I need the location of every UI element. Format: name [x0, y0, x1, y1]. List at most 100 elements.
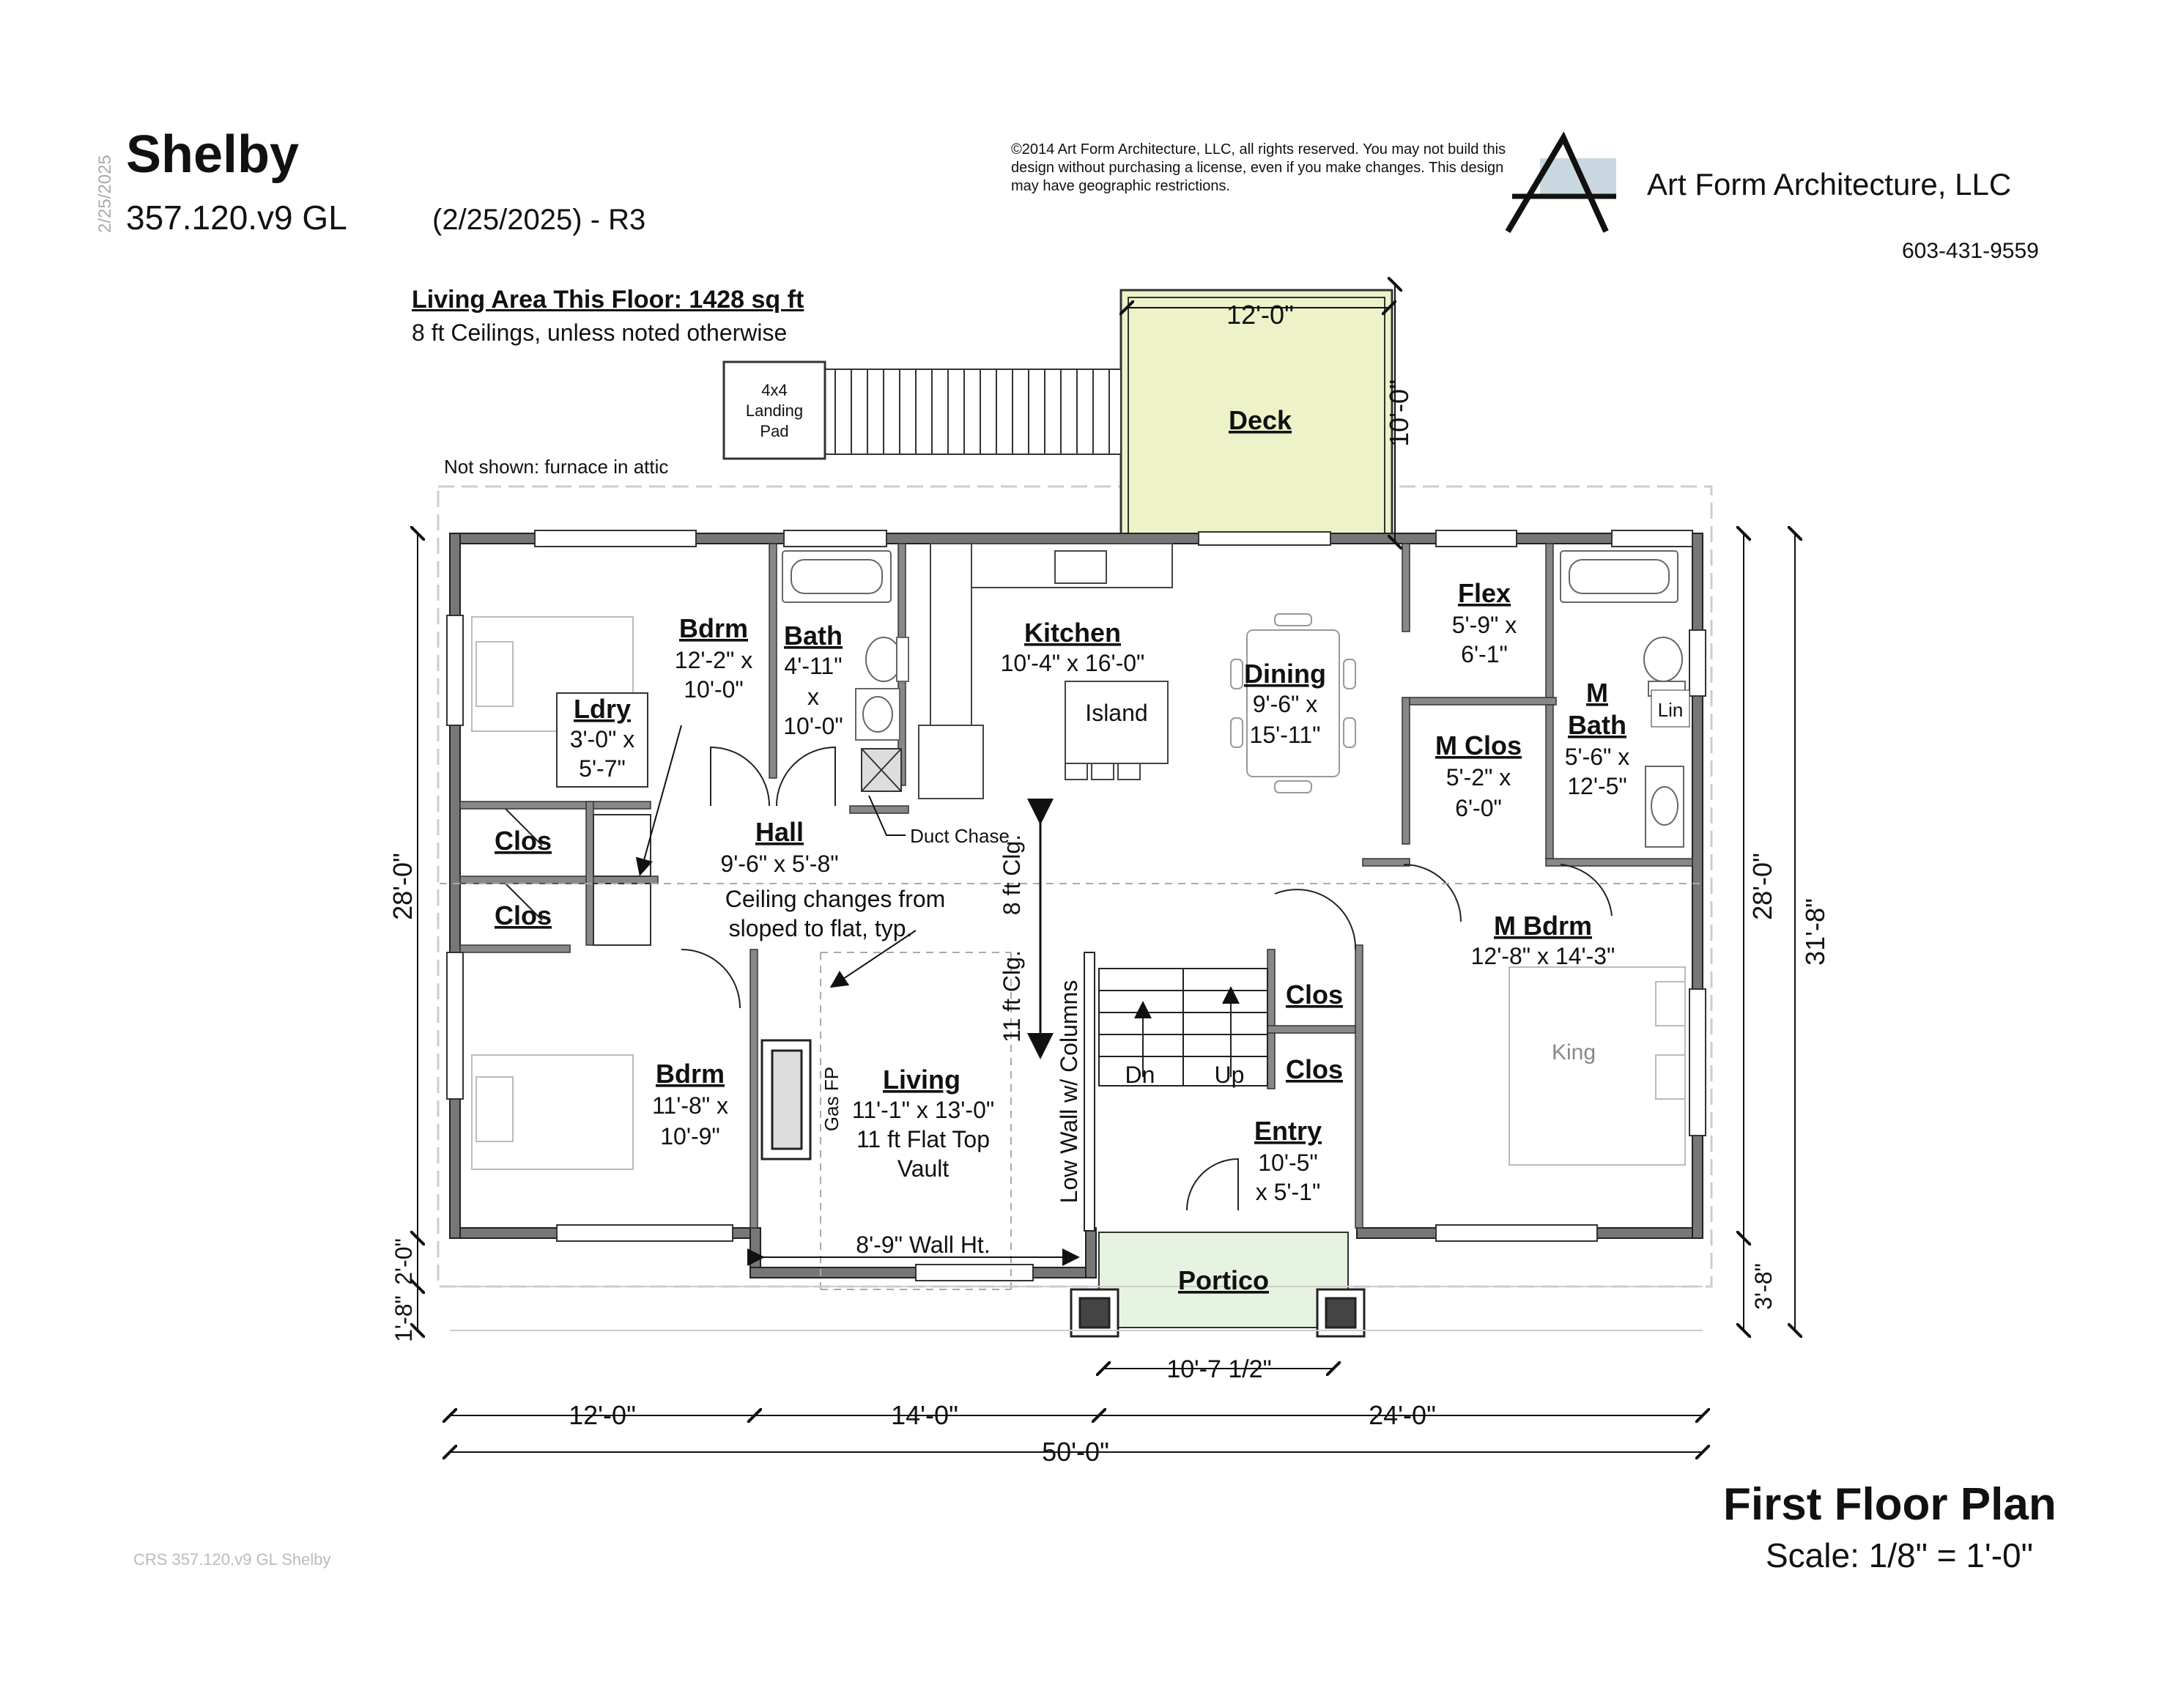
- gas-fireplace: [760, 1039, 812, 1160]
- dining-dims-2: 15'-11": [1250, 722, 1321, 748]
- bath-dims-3: 10'-0": [783, 713, 843, 739]
- gas-fp-label: Gas FP: [821, 1067, 843, 1131]
- king-label: King: [1552, 1040, 1596, 1065]
- rotated-labels: Gas FP Low Wall w/ Columns 11 ft Clg. 8 …: [388, 380, 1830, 1342]
- clos1-label: Clos: [495, 826, 552, 856]
- island-label: Island: [1085, 700, 1147, 726]
- crs-watermark: CRS 357.120.v9 GL Shelby: [133, 1550, 331, 1569]
- door-swings: [505, 746, 1613, 1211]
- mbath-label-1: M: [1586, 678, 1608, 708]
- kitchen-label: Kitchen: [1024, 618, 1121, 648]
- mbath-label-2: Bath: [1568, 710, 1626, 740]
- living-dims-2: 11 ft Flat Top: [856, 1126, 990, 1152]
- clg-11-label: 11 ft Clg.: [999, 950, 1025, 1043]
- hall-label: Hall: [755, 817, 804, 847]
- vault-lines: [440, 883, 1700, 1290]
- landing-pad: [722, 360, 826, 460]
- living-area-note: Living Area This Floor: 1428 sq ft: [412, 286, 804, 314]
- ldry-dims-1: 3'-0" x: [570, 726, 635, 752]
- copyright-notice: ©2014 Art Form Architecture, LLC, all ri…: [1011, 141, 1506, 194]
- ldry-label: Ldry: [574, 694, 631, 724]
- living-dims-1: 11'-1" x 13'-0": [852, 1097, 994, 1123]
- ldry-dims-2: 5'-7": [579, 755, 626, 782]
- dimension-labels: 12'-0" 10'-7 1/2" 12'-0" 14'-0" 24'-0" 5…: [569, 300, 1436, 1467]
- ceiling-note-leader: [829, 930, 917, 988]
- dim-seg-12: 12'-0": [569, 1400, 636, 1430]
- dim-left-2: 2'-0": [390, 1238, 417, 1285]
- dim-overall: 50'-0": [1042, 1437, 1109, 1467]
- ldry-box: [556, 692, 648, 788]
- dim-deck-w: 12'-0": [1226, 300, 1294, 330]
- bath-dims-2: x: [807, 684, 819, 710]
- dim-portico-w: 10'-7 1/2": [1166, 1355, 1271, 1383]
- dining-dims-1: 9'-6" x: [1253, 691, 1318, 717]
- dn-label: Dn: [1125, 1062, 1155, 1088]
- bdrm1-dims-1: 12'-2" x: [675, 647, 752, 673]
- landing-1: 4x4: [761, 381, 787, 399]
- dim-right-3-8: 3'-8": [1750, 1263, 1777, 1310]
- duct-chase-leader: [868, 795, 906, 836]
- room-labels: Deck Bdrm 12'-2" x 10'-0" Bath 4'-11" x …: [495, 381, 1690, 1295]
- interior-stairs: [1098, 968, 1268, 1087]
- flex-dims-2: 6'-1": [1461, 641, 1508, 667]
- bath-label: Bath: [784, 621, 843, 651]
- deck: [1119, 289, 1393, 538]
- ceiling-change-2: sloped to flat, typ.: [729, 915, 913, 941]
- bdrm1-label: Bdrm: [679, 613, 748, 643]
- deck-label: Deck: [1229, 405, 1292, 435]
- windows: [446, 530, 1706, 1281]
- kitchen-island: [1065, 681, 1169, 764]
- kitchen-cabinets: [918, 543, 1173, 799]
- dining-label: Dining: [1244, 659, 1326, 689]
- mclos-dims-1: 5'-2" x: [1446, 764, 1511, 791]
- bdrm2-label: Bdrm: [656, 1059, 725, 1089]
- landing-2: Landing: [746, 401, 803, 420]
- furnace-note: Not shown: furnace in attic: [444, 456, 669, 478]
- linen-box: [1651, 689, 1690, 728]
- dim-left-28: 28'-0": [388, 853, 418, 920]
- portico-label: Portico: [1178, 1265, 1269, 1295]
- living-dims-3: Vault: [897, 1155, 950, 1182]
- plan-title: First Floor Plan: [1723, 1479, 2057, 1530]
- plan-scale: Scale: 1/8" = 1'-0": [1766, 1536, 2033, 1574]
- clg-8-label: 8 ft Clg.: [999, 834, 1025, 915]
- mclos-dims-2: 6'-0": [1455, 795, 1502, 821]
- mbdrm-label: M Bdrm: [1494, 911, 1592, 941]
- clos2-label: Clos: [495, 900, 552, 930]
- bdrm1-dims-2: 10'-0": [684, 676, 744, 703]
- dim-left-1-8: 1'-8": [390, 1295, 417, 1342]
- clos3-label: Clos: [1286, 980, 1343, 1010]
- entry-dims-2: x 5'-1": [1256, 1179, 1321, 1205]
- mclos-label: M Clos: [1435, 730, 1522, 760]
- mbath-dims-1: 5'-6" x: [1565, 744, 1630, 770]
- dim-right-28: 28'-0": [1747, 853, 1777, 920]
- mbdrm-dims: 12'-8" x 14'-3": [1471, 943, 1615, 969]
- portico-slab: [1098, 1232, 1349, 1328]
- low-wall-label: Low Wall w/ Columns: [1056, 980, 1082, 1204]
- beds: [471, 616, 1686, 1170]
- duct-chase-label: Duct Chase: [910, 825, 1010, 847]
- portico-columns: [1070, 1288, 1366, 1338]
- exterior-stairs: [824, 369, 1122, 455]
- dim-right-31-8: 31'-8": [1800, 898, 1830, 966]
- up-label: Up: [1215, 1062, 1245, 1088]
- ceiling-change-1: Ceiling changes from: [725, 886, 946, 912]
- dining-table: [1230, 613, 1356, 793]
- living-label: Living: [883, 1065, 960, 1095]
- company-phone: 603-431-9559: [1902, 239, 2039, 263]
- bath-dims-1: 4'-11": [784, 653, 842, 679]
- washer-dryer: [593, 814, 651, 946]
- fixtures: [782, 550, 1686, 848]
- mbath-dims-2: 12'-5": [1567, 773, 1627, 799]
- dim-seg-14: 14'-0": [891, 1400, 958, 1430]
- landing-3: Pad: [760, 422, 788, 440]
- lin-label: Lin: [1658, 699, 1684, 721]
- company-logo: [1502, 131, 1619, 234]
- dimension-lines: [418, 284, 1795, 1452]
- kitchen-dims: 10'-4" x 16'-0": [1001, 650, 1145, 676]
- entry-dims-1: 10'-5": [1258, 1150, 1318, 1176]
- low-wall-columns: [1027, 799, 1095, 1232]
- plan-name: Shelby: [126, 125, 300, 184]
- hall-dims: 9'-6" x 5'-8": [720, 851, 838, 877]
- ceiling-note: 8 ft Ceilings, unless noted otherwise: [412, 319, 788, 346]
